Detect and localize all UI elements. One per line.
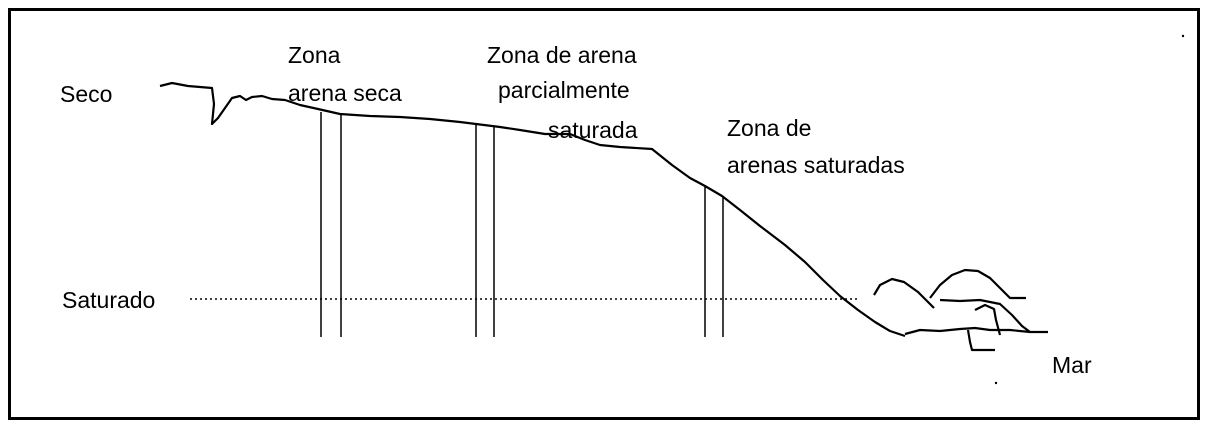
zone-partial-label-line3: saturada <box>548 117 638 143</box>
zone-saturated-label-line2: arenas saturadas <box>727 152 905 178</box>
zone-dry-label-line1: Zona <box>288 42 341 68</box>
mar-label: Mar <box>1052 352 1092 378</box>
beach-profile-curve <box>159 81 906 338</box>
speck <box>1181 34 1185 38</box>
zone-divider-1 <box>320 112 342 337</box>
seco-label: Seco <box>60 81 113 107</box>
zone-dry-label-line2: arena seca <box>288 80 402 106</box>
zone-divider-2 <box>475 123 495 337</box>
saturado-label: Saturado <box>62 287 156 313</box>
speck <box>994 381 998 385</box>
zone-saturated-label-line1: Zona de <box>727 115 812 141</box>
zone-divider-3 <box>704 185 724 337</box>
sea-waves <box>873 268 1048 352</box>
zone-partial-label-line1: Zona de arena <box>487 42 637 68</box>
zone-partial-label-line2: parcialmente <box>498 77 630 103</box>
diagram-frame <box>8 8 1200 420</box>
